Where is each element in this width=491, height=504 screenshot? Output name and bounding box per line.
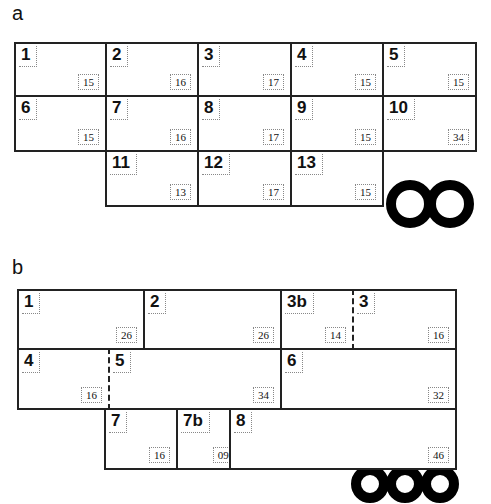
compartment-box: 5 34 (108, 348, 282, 410)
compartment-box: 12 17 (197, 150, 292, 207)
compartment-number: 8 (234, 412, 252, 433)
capacity-value: 15 (448, 74, 469, 90)
panel-label: b (12, 256, 23, 278)
compartment-number: 4 (22, 352, 40, 373)
compartment-number: 10 (387, 99, 415, 120)
capacity-value: 15 (355, 184, 376, 200)
panel-label: a (12, 2, 23, 24)
compartment-box: 3 16 (352, 289, 457, 350)
capacity-value: 16 (428, 327, 449, 343)
compartment-number: 2 (110, 46, 128, 67)
compartment-number: 12 (202, 154, 230, 175)
compartment-box: 3 17 (197, 42, 292, 97)
compartment-number: 6 (19, 99, 37, 120)
compartment-box: 6 15 (14, 95, 107, 152)
capacity-value: 32 (428, 387, 449, 403)
capacity-value: 17 (263, 129, 284, 145)
compartment-box: 9 15 (290, 95, 384, 152)
compartment-number: 11 (110, 154, 137, 175)
compartment-box: 8 17 (197, 95, 292, 152)
compartment-number: 3 (202, 46, 220, 67)
compartment-box: 3b 14 (280, 289, 352, 350)
wheel (356, 470, 384, 498)
compartment-number: 7b (181, 412, 210, 433)
compartment-number: 9 (295, 99, 313, 120)
compartment-box: 5 15 (382, 42, 477, 97)
compartment-box: 4 16 (17, 348, 108, 410)
compartment-number: 1 (19, 46, 37, 67)
compartment-box: 8 46 (229, 408, 457, 470)
capacity-value: 16 (170, 129, 191, 145)
capacity-value: 34 (253, 387, 274, 403)
compartment-box: 10 34 (382, 95, 477, 152)
capacity-value: 16 (149, 447, 170, 463)
compartment-number: 7 (109, 412, 127, 433)
capacity-value: 16 (81, 387, 102, 403)
capacity-value: 15 (355, 129, 376, 145)
compartment-box: 6 32 (280, 348, 457, 410)
wheel (426, 470, 454, 498)
capacity-value: 15 (78, 129, 99, 145)
compartment-box: 11 13 (105, 150, 199, 207)
compartment-number: 7 (110, 99, 128, 120)
capacity-value: 26 (116, 327, 137, 343)
capacity-value: 16 (170, 74, 191, 90)
compartment-box: 2 26 (143, 289, 282, 350)
compartment-box: 2 16 (105, 42, 199, 97)
wheel (431, 185, 469, 223)
compartment-box: 4 15 (290, 42, 384, 97)
capacity-value: 15 (78, 74, 99, 90)
compartment-number: 3b (285, 293, 314, 314)
capacity-value: 15 (355, 74, 376, 90)
compartment-box: 7 16 (105, 95, 199, 152)
wheel (391, 185, 429, 223)
compartment-number: 8 (202, 99, 220, 120)
capacity-value: 17 (263, 74, 284, 90)
compartment-box: 1 15 (14, 42, 107, 97)
compartment-number: 5 (113, 352, 131, 373)
capacity-value: 26 (253, 327, 274, 343)
wheel (391, 470, 419, 498)
compartment-box: 1 26 (17, 289, 145, 350)
capacity-value: 17 (263, 184, 284, 200)
compartment-number: 6 (285, 352, 303, 373)
compartment-number: 5 (387, 46, 405, 67)
compartment-number: 13 (295, 154, 323, 175)
capacity-value: 46 (428, 447, 449, 463)
compartment-box: 7 16 (104, 408, 178, 470)
compartment-number: 2 (148, 293, 166, 314)
compartment-box: 13 15 (290, 150, 384, 207)
compartment-number: 4 (295, 46, 313, 67)
capacity-value: 34 (448, 129, 469, 145)
compartment-number: 3 (357, 293, 375, 314)
compartment-number: 1 (22, 293, 40, 314)
capacity-value: 14 (325, 327, 346, 343)
capacity-value: 13 (170, 184, 191, 200)
